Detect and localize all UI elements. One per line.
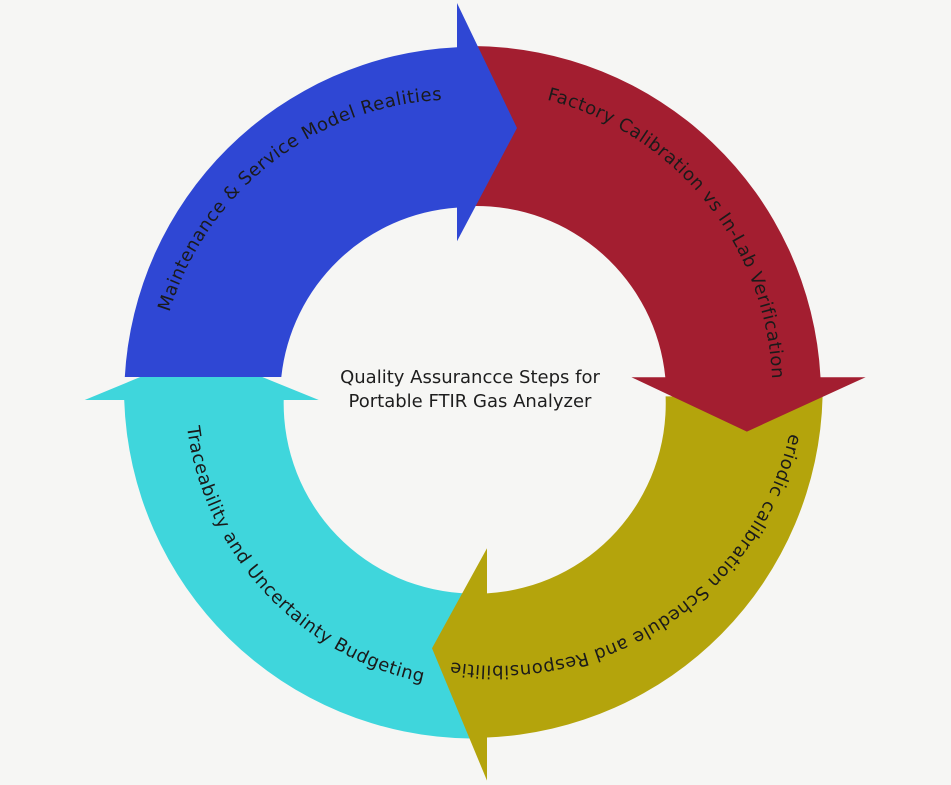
periodic-calibration-arrow xyxy=(432,396,823,781)
center-title-line-2: Portable FTIR Gas Analyzer xyxy=(348,391,592,412)
maintenance-service-arrow xyxy=(124,3,518,377)
center-title-line-1: Quality Assurancce Steps for xyxy=(340,367,600,388)
center-title: Quality Assurancce Steps for Portable FT… xyxy=(300,366,640,414)
traceability-arrow xyxy=(84,352,471,739)
factory-calibration-arrow xyxy=(472,46,866,432)
